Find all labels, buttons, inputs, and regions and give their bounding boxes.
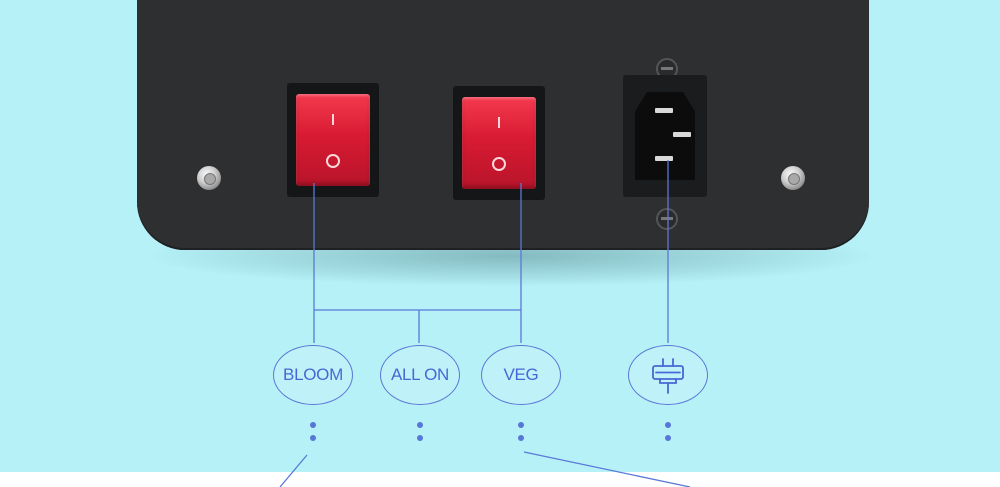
dot [518, 422, 524, 428]
dot [310, 422, 316, 428]
veg-label-text: VEG [503, 365, 539, 384]
dot [665, 422, 671, 428]
on-symbol [332, 114, 334, 125]
socket-pin [655, 156, 673, 161]
socket-screw-bottom [656, 208, 678, 230]
bloom-rocker-switch[interactable] [287, 83, 379, 197]
rocker-button[interactable] [296, 94, 370, 186]
power-plug-label [628, 345, 708, 405]
power-inlet-socket[interactable] [623, 75, 707, 197]
off-symbol [492, 157, 506, 171]
socket-screw-top [656, 58, 678, 80]
on-symbol [498, 117, 500, 128]
dot [310, 435, 316, 441]
off-symbol [326, 154, 340, 168]
bloom-label-text: BLOOM [283, 365, 343, 384]
power-plug-icon [652, 358, 684, 394]
socket-pin [655, 108, 673, 113]
bloom-label: BLOOM [273, 345, 353, 405]
dot [417, 422, 423, 428]
veg-label: VEG [481, 345, 561, 405]
veg-rocker-switch[interactable] [453, 86, 545, 200]
dot [665, 435, 671, 441]
dot [518, 435, 524, 441]
all-on-label: ALL ON [380, 345, 460, 405]
panel-screw-right [781, 166, 805, 190]
bottom-strip [0, 472, 1000, 487]
dot [417, 435, 423, 441]
all-on-label-text: ALL ON [390, 365, 450, 384]
socket-pin [673, 132, 691, 137]
socket-opening [635, 92, 695, 180]
rocker-button[interactable] [462, 97, 536, 189]
panel-screw-left [197, 166, 221, 190]
